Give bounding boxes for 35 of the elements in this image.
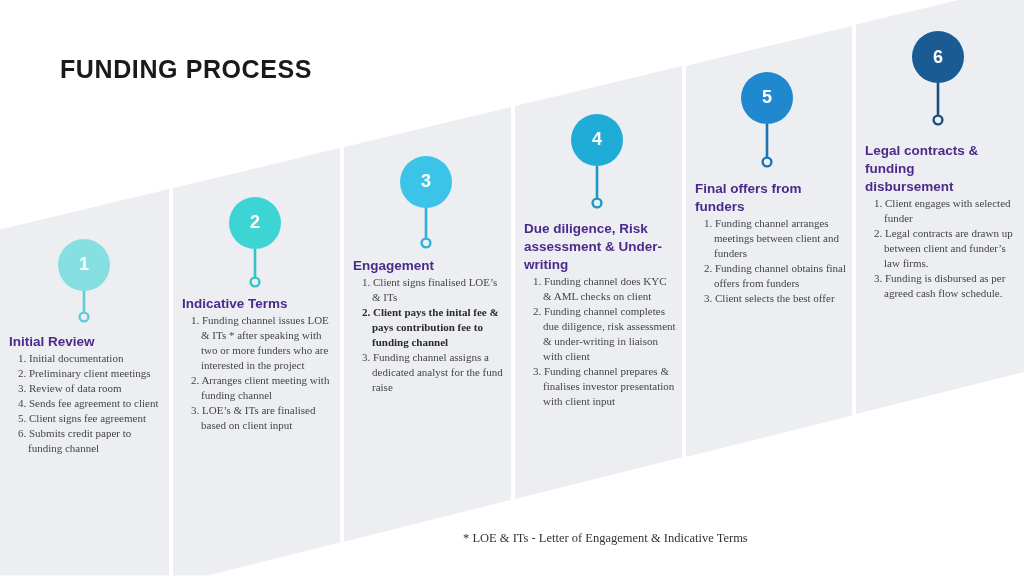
step-panel	[686, 25, 852, 457]
list-item: 2. Preliminary client meetings	[18, 366, 152, 381]
step-panel	[173, 148, 340, 576]
list-item: 2. Client pays the inital fee & pays contribution fee to funding channel	[362, 305, 500, 350]
step-heading: Due diligence, Risk assessment & Under-writing	[524, 220, 664, 274]
step-heading: Indicative Terms	[182, 295, 289, 313]
step-heading: Final offers from funders	[695, 180, 803, 216]
list-item: 1. Client engages with selected funder	[874, 196, 1012, 226]
list-item: 1. Funding channel issues LOE & ITs * after speaking with two or more funders who are interested in the project	[191, 313, 330, 373]
list-item: 3. LOE’s & ITs are finalised based on client input	[191, 403, 317, 433]
step-heading: Engagement	[353, 257, 435, 275]
list-item: 3. Funding channel assigns a dedicated analyst for the fund raise	[362, 350, 504, 395]
footnote: * LOE & ITs - Letter of Engagement & Indicative Terms	[463, 531, 748, 546]
list-item: 3. Client selects the best offer	[704, 291, 836, 306]
list-item: 2. Arranges client meeting with funding channel	[191, 373, 331, 403]
list-item: 6. Submits credit paper to funding channel	[18, 426, 133, 456]
step-heading: Initial Review	[9, 333, 96, 351]
title: FUNDING PROCESS	[60, 55, 313, 84]
list-item: 1. Funding channel does KYC & AML checks on client	[533, 274, 668, 304]
list-item: 1. Funding channel arranges meetings between client and funders	[704, 216, 840, 261]
step-panel	[856, 0, 1024, 414]
list-item: 2. Legal contracts are drawn up between client and funder’s law firms.	[874, 226, 1014, 271]
list-item: 1. Client signs finalised LOE’s & ITs	[362, 275, 499, 305]
list-item: 3. Funding is disbursed as per agreed cash flow schedule.	[874, 271, 1007, 301]
step-panel	[515, 66, 682, 500]
step-panel	[0, 189, 169, 576]
step-heading: Legal contracts & funding disbursement	[865, 142, 980, 196]
list-item: 1. Initial documentation	[18, 351, 125, 366]
list-item: 2. Funding channel completes due diligence, risk assessment & under-writing in liaison with client	[533, 304, 676, 364]
list-item: 3. Funding channel prepares & finalises investor presentation with client input	[533, 364, 676, 409]
list-item: 2. Funding channel obtains final offers from funders	[704, 261, 847, 291]
list-item: 5. Client signs fee agreement	[18, 411, 147, 426]
list-item: 4. Sends fee agreement to client	[18, 396, 160, 411]
step-panel	[344, 107, 511, 542]
list-item: 3. Review of data room	[18, 381, 123, 396]
